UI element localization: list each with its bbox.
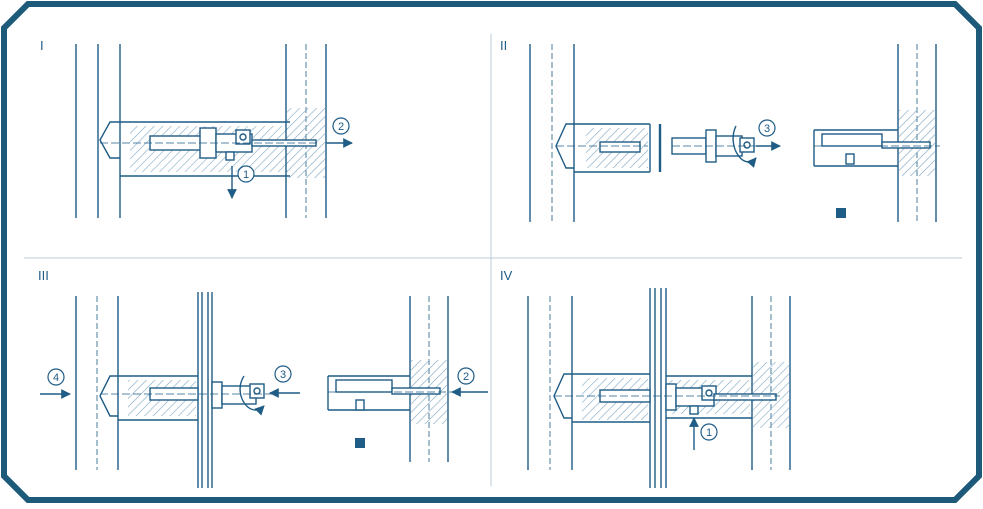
step-number: 1 xyxy=(706,427,712,439)
panel-label-3: III xyxy=(38,268,49,283)
step-circle xyxy=(47,368,65,386)
step-circle xyxy=(758,119,776,137)
step-circle xyxy=(237,165,255,183)
step-number: 4 xyxy=(53,372,59,384)
step-circle xyxy=(700,423,718,441)
rotation-arrow-icon xyxy=(732,125,757,168)
panel-4 xyxy=(527,288,791,488)
right-post xyxy=(285,44,327,218)
panel-1 xyxy=(75,44,327,218)
step-number: 2 xyxy=(463,371,469,383)
small-part-icon xyxy=(836,208,846,218)
step-number: 2 xyxy=(338,121,344,133)
beam xyxy=(120,121,290,177)
step-circle xyxy=(274,365,292,383)
step-circle xyxy=(332,117,350,135)
rotation-arrow-icon xyxy=(239,375,265,416)
panel-label-1: I xyxy=(40,38,44,53)
panel-label-4: IV xyxy=(500,268,513,283)
panel-3 xyxy=(75,292,452,488)
step-number: 3 xyxy=(280,369,286,381)
step-number: 3 xyxy=(764,123,770,135)
panel-label-2: II xyxy=(500,38,507,53)
step-circle xyxy=(457,367,475,385)
panel-2 xyxy=(529,44,940,222)
step-number: 1 xyxy=(243,169,249,181)
small-part-icon xyxy=(355,438,365,448)
